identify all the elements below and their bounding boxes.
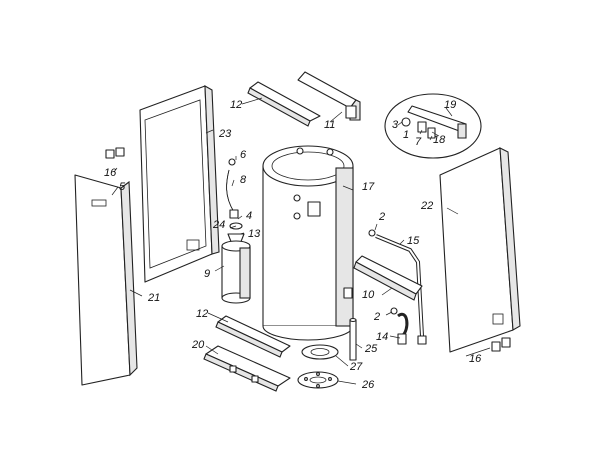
callout-25: 25 — [364, 343, 378, 355]
callout-12-bottom: 12 — [196, 308, 208, 320]
callout-7: 7 — [415, 136, 422, 148]
callout-22: 22 — [420, 200, 433, 212]
callout-3: 3 — [392, 119, 399, 131]
callout-20: 20 — [191, 339, 205, 351]
callout-4: 4 — [246, 210, 252, 222]
callout-labels: 12 11 19 3 1 7 18 23 16 5 6 8 4 24 13 9 … — [104, 99, 482, 391]
base-plate-20 — [203, 345, 291, 392]
valve-detail-group — [384, 93, 482, 159]
callout-24: 24 — [212, 219, 225, 231]
callout-12-top: 12 — [230, 99, 242, 111]
callout-10: 10 — [362, 289, 375, 301]
leader-lines — [111, 97, 491, 385]
lower-fittings — [390, 307, 409, 345]
callout-2-bottom: 2 — [373, 311, 380, 323]
callout-2-top: 2 — [378, 211, 385, 223]
bracket-12-top — [247, 81, 321, 127]
callout-1: 1 — [403, 129, 409, 141]
callout-19: 19 — [444, 99, 456, 111]
callout-13: 13 — [248, 228, 261, 240]
callout-14: 14 — [376, 331, 388, 343]
callout-16-right: 16 — [469, 353, 482, 365]
callout-17: 17 — [362, 181, 375, 193]
callout-26: 26 — [361, 379, 375, 391]
callout-23: 23 — [218, 128, 232, 140]
callout-18: 18 — [433, 134, 446, 146]
side-panel-22 — [439, 147, 521, 353]
callout-9: 9 — [204, 268, 210, 280]
bracket-10 — [353, 255, 423, 301]
expansion-vessel-9 — [221, 240, 251, 304]
callout-6: 6 — [240, 149, 247, 161]
cylinder-tank-17 — [262, 145, 354, 341]
callout-8: 8 — [240, 174, 247, 186]
callout-27: 27 — [349, 361, 363, 373]
callout-21: 21 — [147, 292, 160, 304]
flexible-hose-8 — [226, 158, 245, 245]
flange-26 — [297, 371, 339, 389]
callout-11: 11 — [324, 119, 335, 131]
rod-25 — [349, 317, 357, 361]
label-plates-16-right — [491, 337, 511, 352]
bracket-12-bottom — [215, 315, 291, 358]
callout-16-left: 16 — [104, 167, 117, 179]
pipe-15 — [368, 229, 427, 345]
side-panel-23 — [139, 85, 220, 283]
label-plates-16-left — [105, 147, 125, 159]
bracket-11 — [297, 71, 361, 121]
callout-5: 5 — [119, 181, 126, 193]
door-panel-21 — [74, 174, 138, 386]
gasket-27 — [301, 344, 339, 360]
callout-15: 15 — [407, 235, 420, 247]
